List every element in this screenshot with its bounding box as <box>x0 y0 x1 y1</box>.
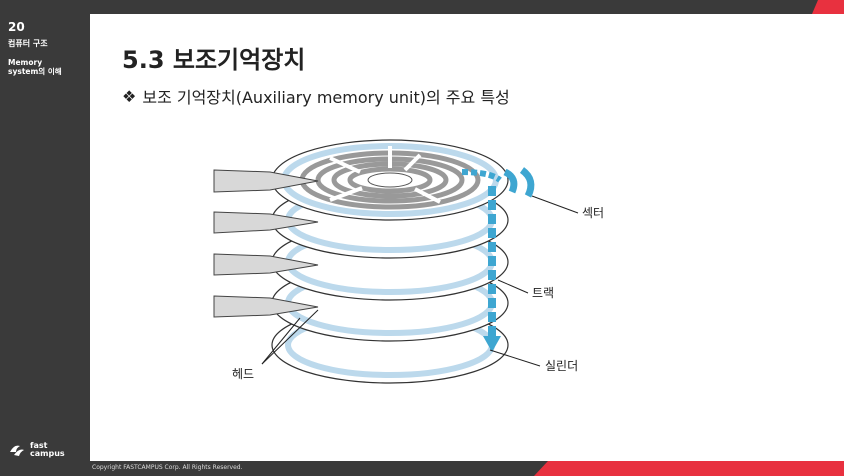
top-accent-stripe <box>812 0 844 14</box>
fastcampus-logo-icon <box>10 445 24 456</box>
label-head: 헤드 <box>232 367 254 381</box>
bottom-accent-stripe <box>534 461 844 476</box>
page-number: 20 <box>8 20 25 34</box>
disk-diagram: 섹터 트랙 실린더 헤드 <box>213 139 604 384</box>
top-band <box>0 0 844 14</box>
copyright-text: Copyright FASTCAMPUS Corp. All Rights Re… <box>92 464 243 471</box>
course-title: 컴퓨터 구조 <box>8 39 48 48</box>
label-sector: 섹터 <box>582 206 604 220</box>
sidebar: 20 컴퓨터 구조 Memory system의 이해 fast campus <box>0 0 90 476</box>
slide-content: 5.3 보조기억장치 ❖ 보조 기억장치(Auxiliary memory un… <box>90 14 844 461</box>
top-platter <box>271 139 535 221</box>
subtitle-text: 보조 기억장치(Auxiliary memory unit)의 주요 특성 <box>142 88 510 107</box>
chapter-title: Memory system의 이해 <box>8 58 62 76</box>
slide-subtitle: ❖ 보조 기억장치(Auxiliary memory unit)의 주요 특성 <box>122 84 510 108</box>
fastcampus-logo: fast campus <box>8 442 65 458</box>
cylinder-arrow <box>483 186 501 352</box>
read-write-heads <box>213 169 319 318</box>
label-cylinder: 실린더 <box>545 359 578 373</box>
logo-text: fast campus <box>30 441 65 458</box>
slide-title: 5.3 보조기억장치 <box>122 46 306 74</box>
label-track: 트랙 <box>532 286 554 300</box>
bullet-icon: ❖ <box>122 86 137 106</box>
